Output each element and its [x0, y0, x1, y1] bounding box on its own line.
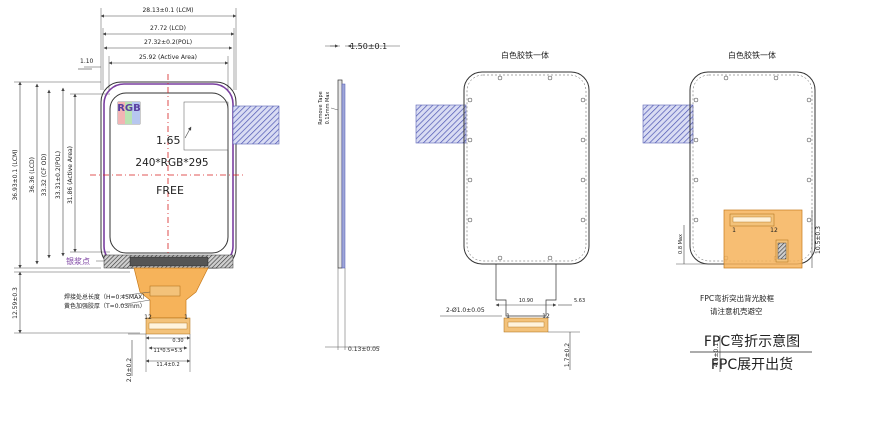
dim-width-glass: 28.13±0.1 (LCM) — [142, 7, 193, 14]
bend2-note-1: FPC弯折突出背光胶框 — [700, 293, 775, 303]
bend-view-1-title: 白色胶铁一体 — [501, 50, 549, 60]
front-fpc: 1 12 焊接处总长度（H=0.45MAX） 黄色加强胶厚（T=0.03mm） … — [64, 267, 209, 382]
pixel-pitch: 1.65 — [156, 134, 181, 147]
dim-pitch: 0.30 — [172, 338, 183, 344]
bend2-note-2: 请注意机壳避空 — [710, 306, 763, 316]
dim-width-pol: 27.32±0.2(POL) — [144, 39, 192, 46]
side-thickness: 1.50±0.1 — [350, 42, 387, 51]
bend-view-2: 白色胶铁一体 1 12 0.8 Max 10.5±0.3 — [642, 50, 822, 372]
dim-h-lcd: 36.36 (LCD) — [29, 157, 36, 193]
dim-h-pol: 33.31±0.2(POL) — [55, 151, 62, 199]
bend1-pin-12: 12 — [542, 313, 550, 320]
dim-left-offset: 1.10 — [80, 58, 94, 65]
driver-ic — [129, 256, 209, 267]
bend1-dim-offset: 5.63 — [574, 298, 585, 304]
top-dimensions: 28.13±0.1 (LCM) 27.72 (LCD) 27.32±0.2(PO… — [78, 7, 237, 90]
bend-view-2-title: 白色胶铁一体 — [728, 50, 776, 60]
dim-width-lcd: 27.72 (LCD) — [150, 25, 186, 32]
side-view: 1.50±0.1 Remove Tape 0.15mm Max 0.13±0.0… — [318, 42, 400, 353]
bend2-pin-12: 12 — [770, 227, 778, 234]
bend2-dim-left: 0.8 Max — [678, 234, 684, 254]
left-dimensions: 36.93±0.1 (LCM) 36.36 (LCD) 33.32 (CF OD… — [12, 81, 140, 334]
bend-view-1: 白色胶铁一体 1 12 10.90 5.63 2-Ø1.0±0.05 — [415, 50, 590, 370]
bend2-dim-bottom: 4.0±0.1 — [713, 343, 720, 367]
silver-paste-label: 银浆点 — [66, 256, 90, 266]
rgb-pixel-block: RGB — [117, 101, 141, 125]
bend1-dim-span: 10.90 — [519, 298, 533, 304]
fpc-thickness: 0.13±0.05 — [348, 346, 380, 353]
pin-12-label: 12 — [144, 314, 152, 321]
fpc-note-2: 黄色加强胶厚（T=0.03mm） — [64, 302, 146, 310]
rgb-label: RGB — [117, 103, 141, 114]
bend1-fpc-tab — [415, 104, 467, 144]
dim-conn-width: 11.4±0.2 — [156, 362, 179, 368]
dim-h-cf: 33.32 (CF OD) — [41, 154, 48, 197]
resolution: 240*RGB*295 — [135, 157, 208, 169]
tape-note: 0.15mm Max — [325, 92, 331, 125]
side-fpc-tab — [232, 105, 280, 145]
bend1-pin-1: 1 — [506, 313, 510, 320]
bend1-dim-bottom: 1.7±0.2 — [564, 343, 571, 367]
fpc-note-1: 焊接处总长度（H=0.45MAX） — [64, 293, 148, 301]
dim-bottom: 2.0±0.2 — [126, 358, 133, 382]
pin-1-label: 1 — [184, 314, 188, 321]
dim-h-lcm: 36.93±0.1 (LCM) — [12, 149, 19, 200]
dim-pad-span: 11*0.5=5.5 — [154, 348, 183, 354]
remove-tape: Remove Tape — [318, 91, 324, 124]
display-body: RGB 1.65 240*RGB*295 FREE 银浆点 — [66, 74, 280, 282]
bend2-dim-right: 10.5±0.3 — [815, 226, 822, 254]
bend2-pin-1: 1 — [732, 227, 736, 234]
free-label: FREE — [156, 184, 184, 197]
bend1-mount-holes — [467, 75, 586, 261]
caption-bottom: FPC展开出货 — [711, 356, 793, 373]
bend2-fpc-tab — [642, 104, 694, 144]
connector-pins — [148, 322, 188, 330]
captions: FPC弯折示意图 FPC展开出货 — [690, 333, 812, 373]
bend1-dim-spacing: 2-Ø1.0±0.05 — [446, 307, 485, 314]
dim-fpc-len: 12.59±0.3 — [12, 287, 19, 319]
dim-h-aa: 31.86 (Active Area) — [67, 146, 74, 204]
caption-top: FPC弯折示意图 — [704, 333, 800, 350]
dim-width-aa: 25.92 (Active Area) — [139, 54, 197, 61]
front-view: 28.13±0.1 (LCM) 27.72 (LCD) 27.32±0.2(PO… — [12, 7, 280, 382]
